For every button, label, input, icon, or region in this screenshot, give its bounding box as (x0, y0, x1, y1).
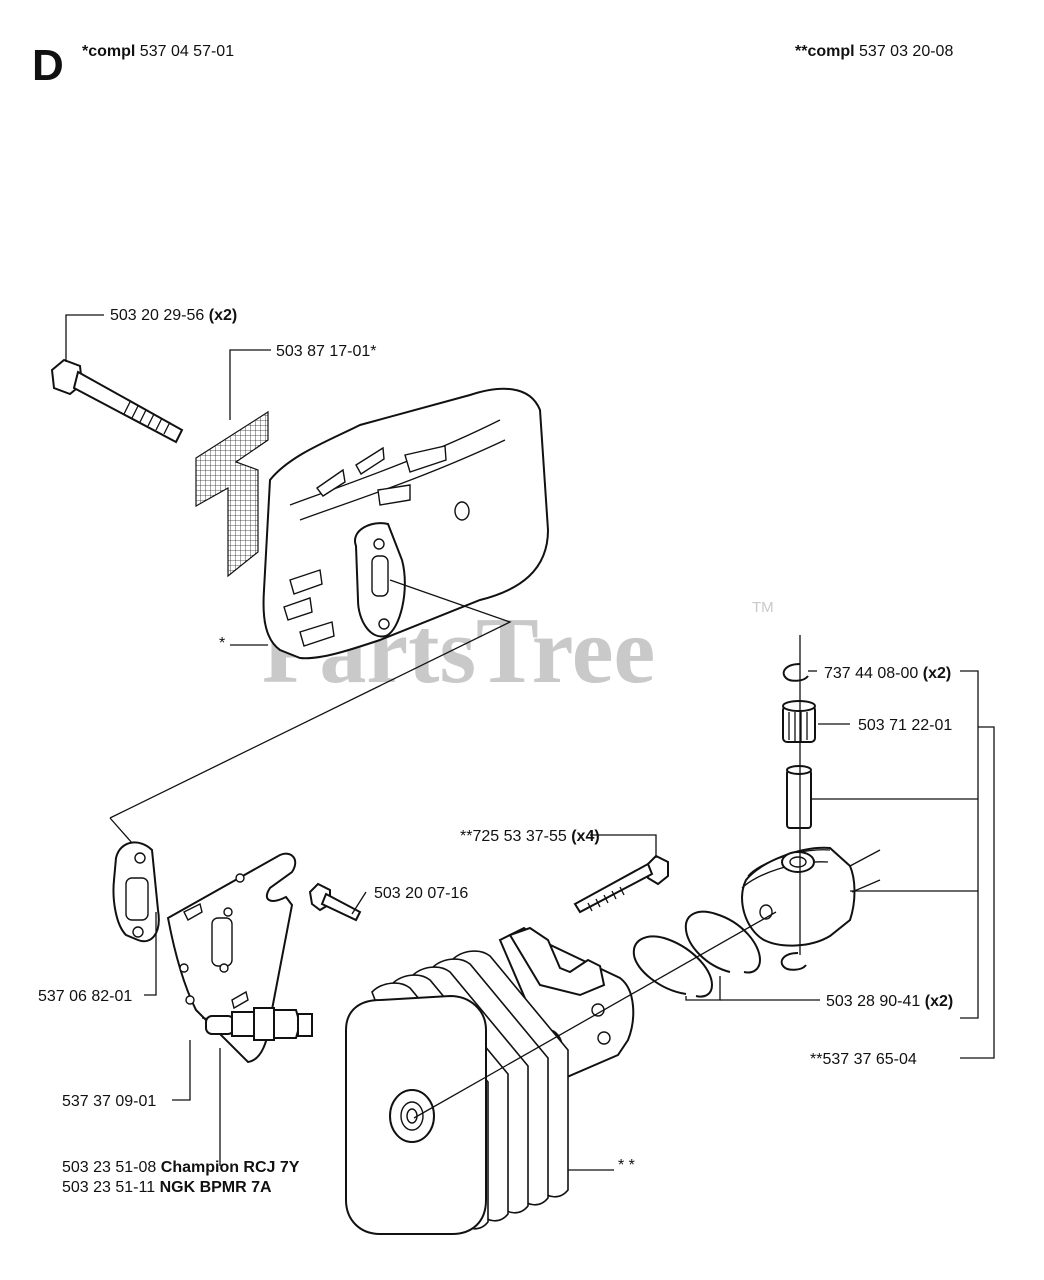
piston-rings (632, 910, 762, 998)
cylinder-axis-line (413, 911, 777, 1119)
label-piston-rings: 503 28 90-41 (x2) (826, 993, 953, 1010)
cylinder (345, 926, 635, 1235)
header-left: *compl 537 04 57-01 (82, 43, 234, 60)
piston (741, 846, 881, 947)
label-spark-plug-1: 503 23 51-08 Champion RCJ 7Y (62, 1159, 300, 1176)
label-spark-screen: 503 87 17-01* (276, 343, 377, 360)
muffler-gasket (112, 841, 160, 943)
label-bolt-muffler: 503 20 29-56 (x2) (110, 307, 237, 324)
piston-pin (786, 765, 812, 829)
label-bracket-screw: 503 20 07-16 (374, 885, 468, 902)
muffler-bolt (50, 358, 184, 444)
spark-plug (205, 1007, 313, 1041)
muffler (262, 387, 550, 660)
cylinder-screw (573, 854, 669, 914)
section-letter: D (32, 41, 64, 90)
label-needle-bearing: 503 71 22-01 (858, 717, 952, 734)
label-muffler-star: * (219, 635, 225, 652)
circlip-bottom (780, 952, 807, 971)
leader-lines (65, 314, 995, 1171)
label-circlip: 737 44 08-00 (x2) (824, 665, 951, 682)
needle-bearing (782, 700, 816, 743)
watermark-trademark: TM (752, 599, 774, 616)
header-right: **compl 537 03 20-08 (795, 43, 953, 60)
label-gasket: 537 06 82-01 (38, 988, 132, 1005)
spark-arrestor-screen (195, 410, 269, 578)
bracket-screw (308, 882, 362, 922)
label-cylinder-screw: **725 53 37-55 (x4) (460, 828, 600, 845)
label-bracket: 537 37 09-01 (62, 1093, 156, 1110)
label-piston-kit: **537 37 65-04 (810, 1051, 917, 1068)
circlip-top (782, 663, 809, 682)
label-spark-plug-2: 503 23 51-11 NGK BPMR 7A (62, 1179, 272, 1196)
label-cylinder-star: * * (618, 1157, 635, 1174)
